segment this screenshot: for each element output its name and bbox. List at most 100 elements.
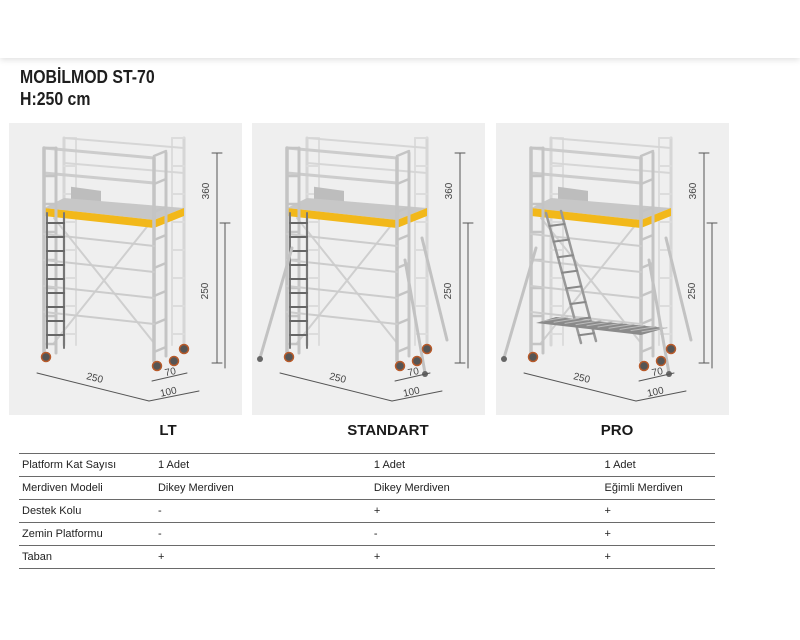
horizontal-rail [43,285,155,299]
grating-line [575,320,602,326]
grating-line [630,326,657,332]
dimension-line [279,372,393,402]
cell-pro: Eğimli Merdiven [601,476,715,500]
cell-lt: - [154,522,371,546]
cell-pro: 1 Adet [601,453,715,477]
grating-line [619,324,646,330]
dim-width: 70 [651,366,665,379]
horizontal-rail [530,233,642,247]
outrigger-foot [257,356,263,362]
platform-deck [531,198,671,220]
frame-rung [152,177,168,186]
caster-wheel [283,351,295,363]
guard-rail [285,171,399,185]
ladder-rung [552,238,570,243]
frame-rung [152,317,168,326]
frame-rung [395,345,411,354]
variant-label-pro: PRO [600,422,634,439]
frame-rung [639,289,655,298]
diagonal-brace [296,217,398,344]
row-label: Zemin Platformu [19,522,155,546]
outrigger-arm [502,246,538,360]
cell-pro: + [601,522,715,546]
outrigger-arm [258,246,294,360]
dim-length: 250 [85,371,104,386]
ladder-rung [556,254,574,259]
frame-rung [152,149,168,158]
horizontal-rail [286,259,398,273]
guard-rail [550,162,672,174]
outrigger-arm [420,236,449,342]
outrigger-foot [501,356,507,362]
platform-toeboard [154,208,184,228]
cell-standart: + [370,499,602,523]
dim-total-height: 360 [444,182,455,199]
horizontal-rail [43,259,155,273]
caster-wheel [151,360,163,372]
grating-line [597,322,624,328]
row-label: Merdiven Modeli [19,476,155,500]
guard-rail [42,171,156,185]
guard-rail [285,146,399,160]
frame-rung [639,177,655,186]
frame-rung [639,149,655,158]
frame-rung [395,233,411,242]
cell-standart: - [370,522,602,546]
table-row: Zemin Platformu - - + [19,522,715,546]
ladder-rung [569,301,587,305]
horizontal-rail [286,285,398,299]
dimension-line [151,372,188,382]
product-name: MOBİLMOD ST-70 [20,67,155,87]
frame-rung [152,261,168,270]
guard-rail [306,137,428,149]
platform-toeboard [44,208,154,228]
variant-label-standart: STANDART [347,422,429,439]
frame-rung [152,289,168,298]
frame-rung [639,345,655,354]
frame-rung [395,149,411,158]
caster-wheel [421,343,433,355]
cell-pro: + [601,545,715,569]
cell-standart: + [370,545,602,569]
cell-standart: Dikey Merdiven [370,476,602,500]
cell-standart: 1 Adet [370,453,602,477]
dimension-line [391,390,443,402]
product-title: MOBİLMOD ST-70 H:250 cm [20,66,155,110]
cell-lt: 1 Adet [154,453,371,477]
platform-deck [287,198,427,220]
guard-rail [529,146,643,160]
frame-rung [395,177,411,186]
dim-base: 100 [159,385,178,399]
guard-rail [42,146,156,160]
grating-line [542,316,569,322]
dim-total-height: 360 [688,182,699,199]
grating-line [641,327,668,333]
dim-length: 250 [572,371,591,386]
dimension-line [394,372,431,382]
horizontal-rail [530,285,642,299]
table-row: Destek Kolu - + + [19,499,715,523]
dim-length: 250 [328,371,347,386]
guard-rail [63,162,185,174]
table-row: Merdiven Modeli Dikey Merdiven Dikey Mer… [19,476,715,500]
platform-toeboard [641,208,671,228]
row-label: Taban [19,545,155,569]
frame-rung [639,233,655,242]
ladder-rung [561,269,579,274]
frame-rung [152,205,168,214]
variant-label-lt: LT [159,422,177,439]
guard-rail [63,137,185,149]
dim-platform-height: 250 [687,282,698,299]
outrigger-arm [647,258,671,375]
dimension-line [36,372,150,402]
cell-lt: + [154,545,371,569]
outrigger-arm [664,236,693,342]
frame-rung [395,205,411,214]
caster-wheel [655,355,667,367]
row-label: Platform Kat Sayısı [19,453,155,477]
cell-lt: - [154,499,371,523]
dimension-line [635,390,687,402]
